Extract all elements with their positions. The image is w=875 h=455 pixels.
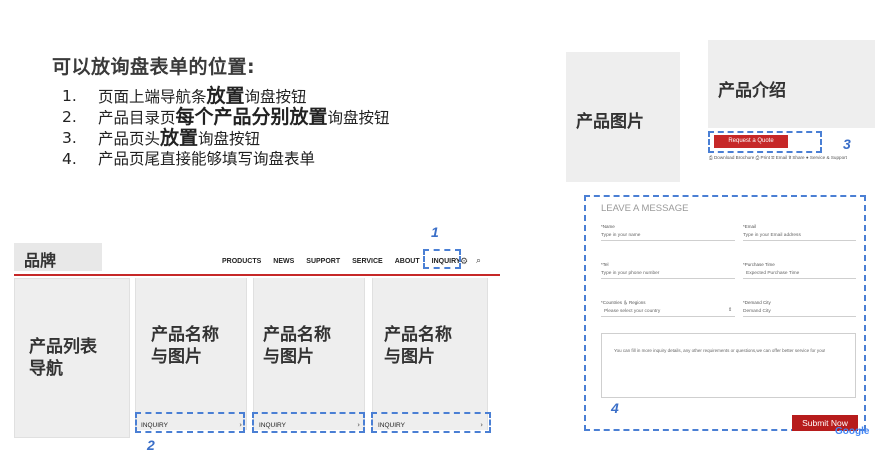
list-text-segment: 询盘按钮 — [327, 109, 390, 127]
country-select[interactable]: Please select your country — [604, 309, 661, 314]
marker-3: 3 — [843, 136, 851, 152]
chevron-right-icon: › — [480, 421, 483, 429]
top-navigation: PRODUCTS NEWS SUPPORT SERVICE ABOUT INQU… — [222, 258, 461, 265]
inquiry-highlight — [371, 412, 491, 433]
list-number: 1. — [62, 87, 77, 105]
product-card-title: 产品名称 与图片 — [384, 325, 452, 367]
product-picture-placeholder: 产品图片 — [566, 52, 680, 182]
inquiry-highlight — [135, 412, 245, 433]
select-arrow-icon: ⇕ — [728, 308, 733, 313]
card-inquiry-button[interactable]: INQUIRY — [259, 422, 286, 429]
chevron-right-icon: › — [357, 421, 360, 429]
product-card[interactable]: 产品名称 与图片 INQUIRY › — [135, 278, 247, 430]
list-text-segment: 产品目录页 — [98, 109, 176, 127]
field-underline — [743, 240, 856, 241]
list-text-segment: 产品页头 — [98, 130, 161, 148]
list-text-segment: 产品页尾直接能够填写询盘表单 — [98, 150, 316, 168]
card-inquiry-button[interactable]: INQUIRY — [378, 422, 405, 429]
list-text: 产品页头放置询盘按钮 — [98, 128, 260, 149]
email-input[interactable]: Type in your Email address — [743, 233, 801, 238]
list-text: 产品目录页每个产品分别放置询盘按钮 — [98, 107, 443, 128]
list-text-segment: 每个产品分别放置 — [175, 106, 328, 128]
list-text-segment: 放置 — [160, 127, 199, 149]
list-number: 4. — [62, 150, 77, 168]
marker-2: 2 — [147, 437, 155, 453]
tel-input[interactable]: Type in your phone number — [601, 271, 660, 276]
google-logo: Google — [835, 426, 870, 437]
list-text: 页面上端导航条放置询盘按钮 — [98, 86, 307, 107]
product-card[interactable]: 产品名称 与图片 INQUIRY › — [253, 278, 365, 430]
form-title: LEAVE A MESSAGE — [601, 203, 689, 214]
field-underline — [743, 316, 856, 317]
list-text-segment: 页面上端导航条 — [98, 88, 207, 106]
nav-item-support[interactable]: SUPPORT — [306, 258, 341, 265]
nav-item-inquiry[interactable]: INQUIRY — [431, 258, 461, 265]
placement-list-item: 1. 页面上端导航条放置询盘按钮 — [62, 86, 462, 107]
inquiry-highlight — [252, 412, 365, 433]
category-nav-label: 产品列表 导航 — [29, 337, 97, 379]
marker-1: 1 — [431, 224, 439, 240]
field-underline — [743, 278, 856, 279]
card-inquiry-button[interactable]: INQUIRY — [141, 422, 168, 429]
form-highlight — [584, 195, 866, 431]
field-underline — [601, 240, 735, 241]
message-placeholder: You can fill in more inquiry details, an… — [614, 348, 826, 353]
demand-city-input[interactable]: Demand City — [743, 309, 771, 314]
product-intro-label: 产品介绍 — [718, 81, 786, 101]
product-card[interactable]: 产品名称 与图片 INQUIRY › — [372, 278, 488, 430]
product-card-title: 产品名称 与图片 — [263, 325, 331, 367]
search-icon[interactable]: ⌕ — [476, 256, 482, 266]
nav-item-about[interactable]: ABOUT — [394, 258, 420, 265]
field-label: *Purchase Time — [743, 262, 775, 267]
list-text-segment: 询盘按钮 — [244, 88, 307, 106]
settings-icon[interactable]: ⚙ — [460, 257, 469, 267]
product-card-title: 产品名称 与图片 — [151, 325, 219, 367]
placement-list-item: 4. 产品页尾直接能够填写询盘表单 — [62, 149, 462, 169]
brand-logo-box: 品牌 — [14, 243, 102, 271]
product-picture-label: 产品图片 — [576, 112, 644, 132]
submit-button[interactable]: Submit Now — [792, 415, 858, 431]
nav-item-news[interactable]: NEWS — [273, 258, 295, 265]
nav-item-service[interactable]: SERVICE — [352, 258, 383, 265]
placement-list-item: 3. 产品页头放置询盘按钮 — [62, 128, 462, 149]
field-label: *Tel — [601, 262, 609, 267]
field-label: *Demand City — [743, 300, 771, 305]
list-text-segment: 询盘按钮 — [198, 130, 261, 148]
product-intro-placeholder: 产品介绍 — [708, 40, 875, 128]
list-text-segment: 放置 — [206, 85, 245, 107]
nav-inquiry-highlight — [423, 249, 461, 269]
nav-item-products[interactable]: PRODUCTS — [222, 258, 262, 265]
quote-highlight — [708, 131, 822, 153]
nav-divider — [14, 274, 500, 276]
purchase-time-input[interactable]: Expected Purchase Time — [746, 271, 800, 276]
message-textarea[interactable]: You can fill in more inquiry details, an… — [601, 333, 856, 398]
page-heading: 可以放询盘表单的位置: — [52, 56, 256, 78]
list-text: 产品页尾直接能够填写询盘表单 — [98, 149, 315, 169]
marker-4: 4 — [611, 400, 619, 416]
field-label: *Name — [601, 224, 615, 229]
field-label: *Countries ＆ Regions — [601, 300, 646, 305]
placement-list-item: 2. 产品目录页每个产品分别放置询盘按钮 — [62, 107, 462, 128]
name-input[interactable]: Type in your name — [601, 233, 641, 238]
product-toolbar[interactable]: ⎙ Download Brochure ⎙ Print ✉ Email ⇧ Sh… — [709, 155, 847, 160]
field-underline — [601, 278, 735, 279]
list-number: 2. — [62, 108, 77, 126]
chevron-right-icon: › — [239, 421, 242, 429]
field-underline — [601, 316, 735, 317]
field-label: *Email — [743, 224, 757, 229]
category-nav-placeholder: 产品列表 导航 — [14, 278, 130, 438]
list-number: 3. — [62, 129, 77, 147]
request-quote-button[interactable]: Request a Quote — [714, 135, 788, 148]
